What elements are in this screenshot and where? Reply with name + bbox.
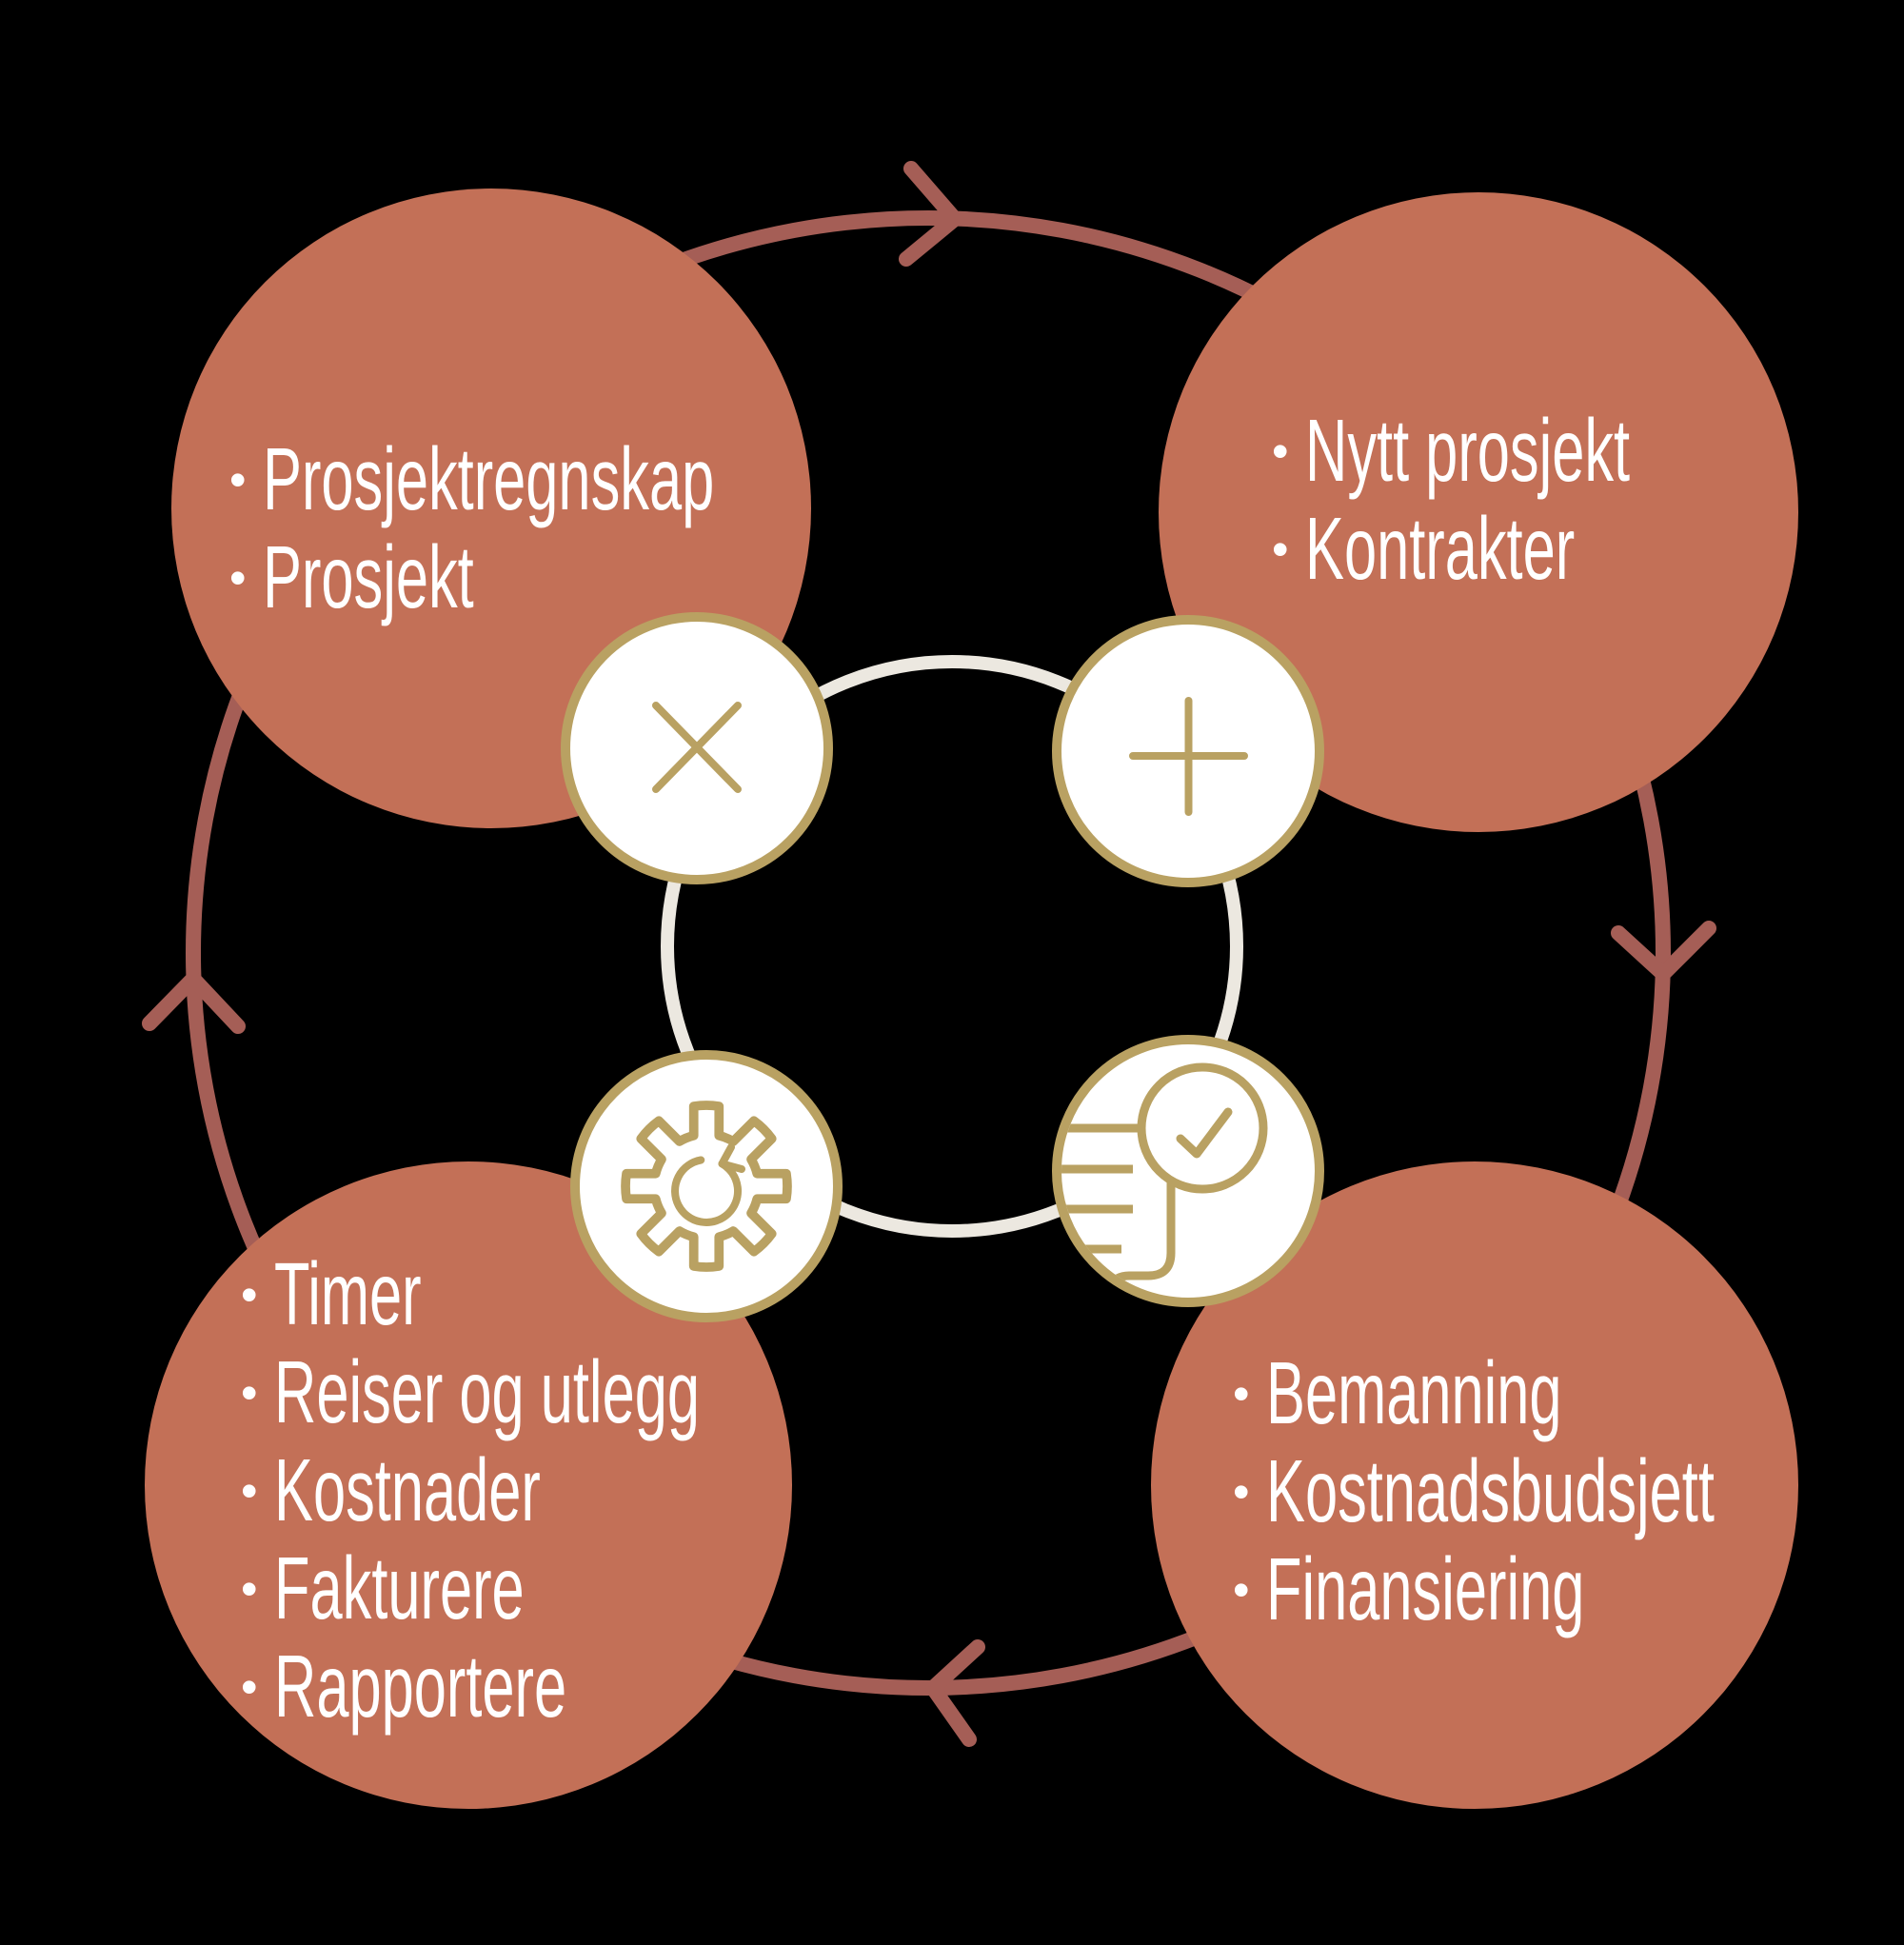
list-item-label: Fakturere — [274, 1538, 525, 1637]
cycle-arrow-bottom-icon — [925, 1639, 985, 1747]
stage-circle-top-right — [1159, 192, 1798, 832]
bullet-icon: • — [229, 551, 247, 605]
bullet-icon: • — [1233, 1367, 1250, 1420]
panel-top-left: • Prosjektregnskap • Prosjekt — [229, 430, 947, 626]
list-item-label: Prosjekt — [263, 527, 474, 626]
stage-circle-bottom-right — [1151, 1161, 1798, 1809]
document-text-lines — [1061, 1123, 1173, 1254]
list-item-label: Prosjektregnskap — [263, 429, 715, 528]
stage-circle-bottom-left — [145, 1161, 792, 1809]
list-item: • Timer — [241, 1245, 919, 1343]
cycle-ring — [142, 161, 1716, 1747]
bullet-icon: • — [241, 1268, 258, 1321]
bullet-icon: • — [1233, 1465, 1250, 1518]
list-item: • Kontrakter — [1272, 500, 1797, 598]
list-item-label: Finansiering — [1266, 1539, 1585, 1638]
check-circle — [1137, 1062, 1268, 1194]
bullet-icon: • — [241, 1660, 258, 1714]
list-item: • Bemanning — [1233, 1344, 1904, 1442]
close-icon — [561, 612, 833, 884]
list-item: • Prosjekt — [229, 528, 947, 626]
list-item: • Nytt prosjekt — [1272, 402, 1797, 500]
list-item-label: Reiser og utlegg — [274, 1342, 700, 1441]
cycle-arrow-top-icon — [899, 161, 962, 267]
list-item-label: Kostnadsbudsjett — [1266, 1441, 1715, 1540]
plus-icon — [1052, 615, 1324, 887]
bullet-icon: • — [1272, 523, 1289, 576]
list-item-label: Kontrakter — [1305, 499, 1576, 598]
gear-refresh-icon — [570, 1050, 843, 1322]
list-item: • Finansiering — [1233, 1540, 1904, 1638]
list-item: • Rapportere — [241, 1637, 919, 1736]
list-item: • Reiser og utlegg — [241, 1343, 919, 1441]
panel-top-right: • Nytt prosjekt • Kontrakter — [1272, 402, 1797, 598]
list-item-label: Kostnader — [274, 1440, 541, 1539]
list-item: • Kostnader — [241, 1441, 919, 1539]
list-item: • Prosjektregnskap — [229, 430, 947, 528]
list-item: • Fakturere — [241, 1539, 919, 1637]
list-item: • Kostnadsbudsjett — [1233, 1442, 1904, 1540]
bullet-icon: • — [241, 1464, 258, 1518]
check-mark-icon — [1176, 1107, 1233, 1159]
inner-ring — [661, 655, 1243, 1238]
list-item-label: Bemanning — [1266, 1343, 1562, 1442]
bullet-icon: • — [1233, 1563, 1250, 1617]
list-item-label: Rapportere — [274, 1637, 567, 1736]
close-icon-glyph — [652, 702, 742, 793]
gear-icon-glyph — [621, 1101, 792, 1272]
document-check-icon — [1052, 1035, 1324, 1307]
list-item-label: Nytt prosjekt — [1305, 401, 1631, 500]
bullet-icon: • — [1272, 425, 1289, 478]
cycle-arrow-right-icon — [1611, 921, 1716, 982]
bullet-icon: • — [229, 453, 247, 506]
cycle-arrow-left-icon — [142, 971, 246, 1034]
bullet-icon: • — [241, 1366, 258, 1419]
plus-icon-glyph — [1129, 697, 1248, 816]
panel-bottom-left: • Timer • Reiser og utlegg • Kostnader • Fak… — [241, 1245, 919, 1736]
bullet-icon: • — [241, 1562, 258, 1616]
list-item-label: Timer — [274, 1244, 422, 1343]
refresh-arrow-icon — [671, 1143, 745, 1226]
panel-bottom-right: • Bemanning • Kostnadsbudsjett • Finansieri… — [1233, 1344, 1904, 1638]
